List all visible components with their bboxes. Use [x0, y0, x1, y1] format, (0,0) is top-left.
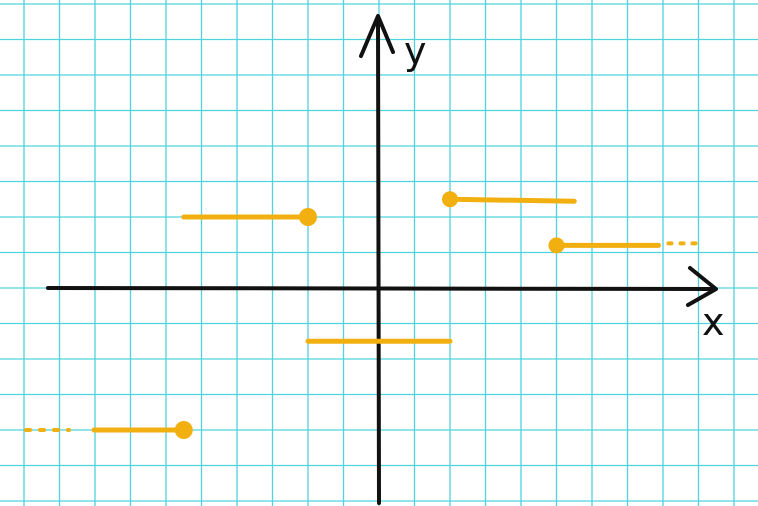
axes: y x [46, 14, 725, 505]
x-axis-arrowhead [686, 266, 718, 307]
step-segment [447, 196, 577, 204]
y-axis-label: y [404, 29, 427, 73]
closed-endpoint-dot [548, 237, 565, 254]
x-axis-label: x [702, 300, 725, 344]
closed-endpoint-dot [299, 208, 317, 226]
closed-endpoint-dot [174, 421, 193, 439]
closed-endpoint-dot [442, 191, 458, 208]
x-axis [46, 286, 717, 291]
y-axis [376, 16, 381, 505]
y-axis-arrowhead [359, 14, 395, 58]
function-segments [24, 191, 706, 439]
